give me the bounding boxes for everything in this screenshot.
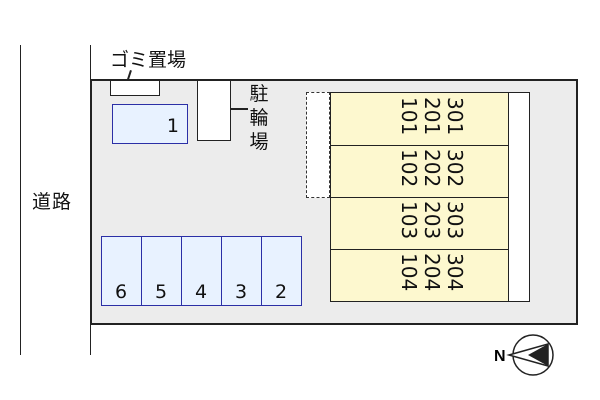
unit-divider bbox=[331, 197, 529, 198]
apartment-building: 301 302 303 304 201 202 203 204 101 102 … bbox=[330, 92, 530, 302]
parking-space-4: 4 bbox=[181, 236, 222, 306]
unit-label: 203 bbox=[420, 201, 444, 240]
unit-label: 102 bbox=[397, 149, 421, 188]
bicycle-label-char: 駐 bbox=[249, 83, 269, 105]
unit-label: 304 bbox=[443, 253, 467, 292]
parking-space-2: 2 bbox=[261, 236, 302, 306]
unit-divider bbox=[331, 249, 529, 250]
unit-label: 101 bbox=[397, 97, 421, 136]
unit-label: 202 bbox=[420, 149, 444, 188]
road-line bbox=[20, 45, 21, 355]
road-label: 道路 bbox=[32, 191, 73, 213]
parking-space-number: 6 bbox=[115, 281, 128, 303]
unit-label: 104 bbox=[397, 253, 421, 292]
compass-label: N bbox=[494, 348, 506, 365]
parking-space-number: 5 bbox=[155, 281, 168, 303]
parking-space-5: 5 bbox=[141, 236, 182, 306]
parking-space-number: 2 bbox=[275, 281, 288, 303]
garbage-area bbox=[110, 80, 160, 96]
compass: N bbox=[490, 330, 560, 380]
unit-label: 301 bbox=[443, 97, 467, 136]
parking-space-1: 1 bbox=[112, 104, 188, 144]
unit-label: 103 bbox=[397, 201, 421, 240]
unit-label: 303 bbox=[443, 201, 467, 240]
unit-divider bbox=[331, 145, 529, 146]
parking-space-3: 3 bbox=[221, 236, 262, 306]
dashed-area bbox=[306, 92, 330, 198]
parking-space-number: 4 bbox=[195, 281, 208, 303]
bicycle-leader-line bbox=[230, 108, 248, 110]
parking-space-6: 6 bbox=[101, 236, 142, 306]
parking-space-number: 3 bbox=[235, 281, 248, 303]
unit-label: 302 bbox=[443, 149, 467, 188]
bicycle-label-char: 場 bbox=[249, 131, 269, 153]
unit-label: 201 bbox=[420, 97, 444, 136]
bicycle-label-char: 輪 bbox=[249, 107, 269, 129]
parking-space-number: 1 bbox=[166, 115, 179, 137]
bicycle-parking bbox=[197, 80, 231, 141]
unit-label: 204 bbox=[420, 253, 444, 292]
north-arrow-icon: N bbox=[494, 334, 554, 376]
garbage-area-label: ゴミ置場 bbox=[110, 49, 187, 71]
bicycle-parking-label: 駐 輪 場 bbox=[246, 82, 272, 154]
balcony bbox=[508, 92, 530, 302]
